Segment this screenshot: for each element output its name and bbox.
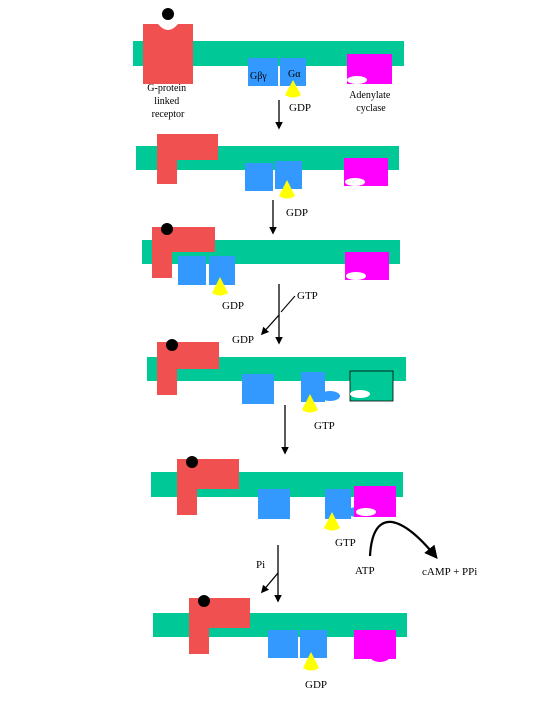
g-alpha-3 [209,256,235,285]
stage3-gdp-label: GDP [222,300,244,312]
receptor-3 [152,227,215,278]
gdp-1 [285,80,301,98]
ac-site-4 [350,390,370,398]
gtp-4 [302,394,318,413]
g-alpha-6 [300,630,327,658]
gdp-2 [279,180,295,199]
g-beta-gamma-3 [178,256,206,285]
gtp-5 [324,512,340,531]
stage-4 [147,339,406,413]
g-alpha-5 [325,489,351,519]
stage1-gdp-label: GDP [289,102,311,114]
ac-site-2 [345,178,365,186]
ac-site-3 [346,272,366,280]
ac-site-6 [370,650,390,662]
arrow-3-gtp-in [280,295,296,313]
g-beta-gamma-4 [242,374,274,404]
ligand-4 [166,339,178,351]
arrow1-gdp-label: GDP [286,207,308,219]
receptor-4 [157,342,219,395]
ligand-6 [198,595,210,607]
arrow-3-gdp-out [260,314,280,336]
ligand-1 [162,8,174,20]
receptor-2 [157,134,218,184]
g-beta-gamma-2 [245,163,273,191]
receptor-label-1: G-protein linked receptor [147,83,188,120]
atp-label: ATP [355,565,375,577]
stage-2 [136,134,399,199]
g-beta-gamma-5 [258,489,290,519]
receptor-5 [177,459,239,515]
camp-ppi-label: cAMP + PPi [422,566,477,578]
stage-1: G-protein linked receptor Gβγ Gα GDP Ade… [133,8,404,120]
stage-3: GDP [142,223,400,312]
arrow5-pi-label: Pi [256,559,265,571]
ac-site-1 [347,76,367,84]
g-beta-gamma-label: Gβγ [250,71,267,82]
receptor-binding-site-1 [158,24,178,30]
receptor-1 [143,24,193,84]
ligand-3 [161,223,173,235]
stage-6: GDP [153,595,407,691]
ligand-5 [186,456,198,468]
arrow3-gtp-label: GTP [297,290,318,302]
g-beta-gamma-6 [268,630,298,658]
arrow4-gtp-label: GTP [314,420,335,432]
gdp-3 [212,277,228,296]
ac-site-5 [356,508,376,516]
receptor-6 [189,598,250,654]
stage6-gdp-label: GDP [305,679,327,691]
arrow3-gdp-out-label: GDP [232,334,254,346]
arrow-5-pi-out [260,572,279,594]
g-alpha-4-extension [320,391,340,401]
stage5-gtp-label: GTP [335,537,356,549]
atp-camp-arrow [368,520,438,560]
g-beta-gamma-1 [248,58,278,86]
gdp-6 [303,652,319,671]
g-alpha-label: Gα [288,69,301,80]
adenylate-cyclase-label: Adenylate cyclase [349,90,393,114]
stage-5: GTP ATP cAMP + PPi [151,456,477,578]
